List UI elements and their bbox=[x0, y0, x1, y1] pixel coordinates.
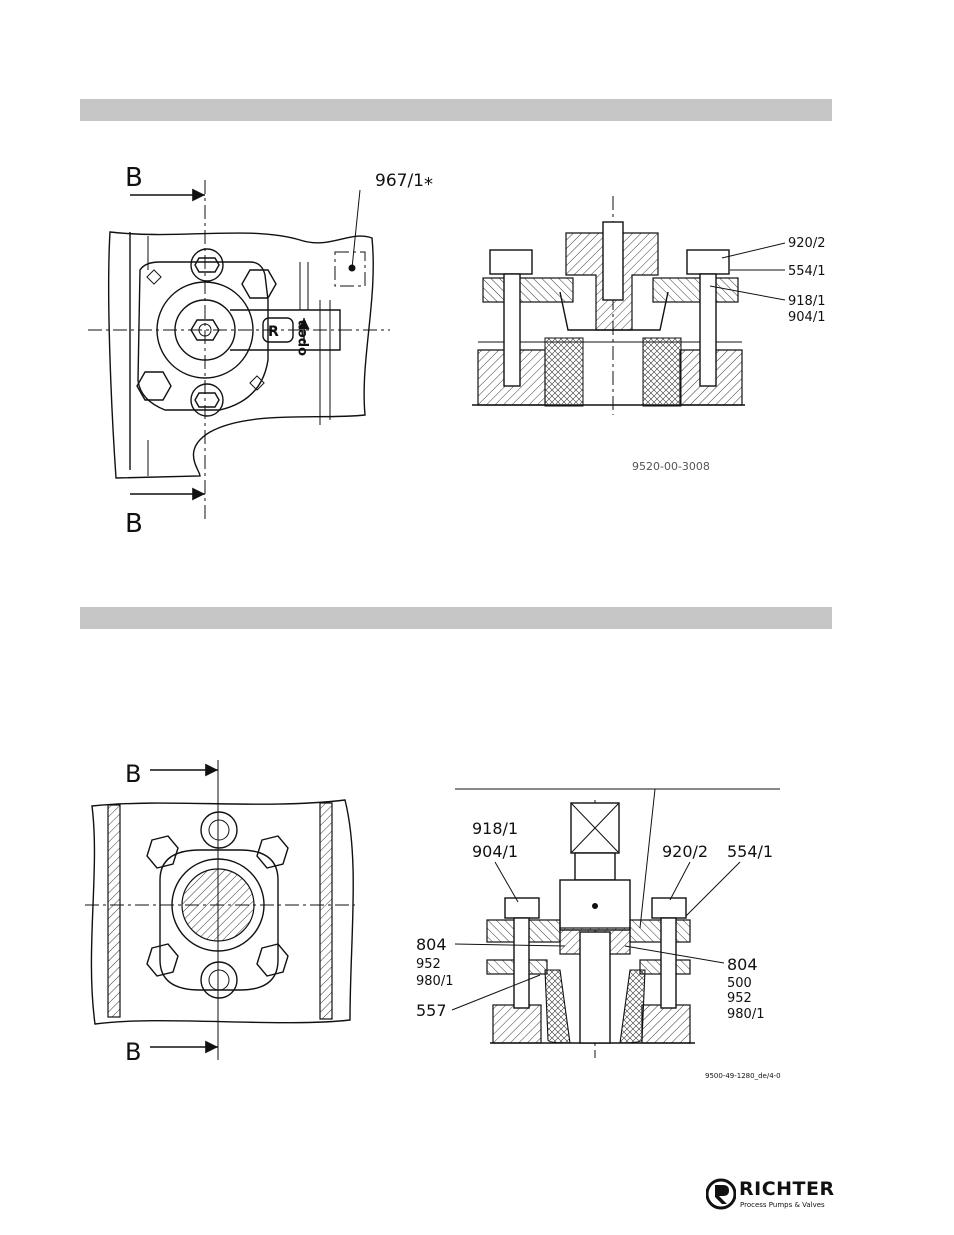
fig2-label-918: 918/1 bbox=[472, 819, 518, 838]
fig1-stud-left bbox=[504, 274, 520, 386]
fig2-nut-left bbox=[505, 898, 539, 918]
fig2-hex-1 bbox=[147, 836, 178, 868]
fig2-stud-right bbox=[661, 918, 676, 1008]
fig1-label-920: 920/2 bbox=[788, 236, 825, 251]
fig2-bolt-top bbox=[201, 812, 237, 848]
fig1-section-label-top: B bbox=[125, 163, 143, 193]
fig2-section-label-top: B bbox=[125, 760, 141, 788]
fig1-top-view: B B R open bbox=[88, 163, 433, 539]
fig2-label-920: 920/2 bbox=[662, 842, 708, 861]
fig2-label-980-left: 980/1 bbox=[416, 974, 453, 989]
fig2-drawing-number: 9500-49-1280_de/4-0 bbox=[705, 1072, 781, 1080]
richter-logo-word: RICHTER bbox=[739, 1178, 835, 1200]
fig2-section-view: 918/1 904/1 920/2 554/1 804 952 980/1 55… bbox=[416, 789, 781, 1080]
fig1-label-918: 918/1 bbox=[788, 294, 825, 309]
fig1-liner-left bbox=[545, 338, 583, 406]
fig2-plate-right bbox=[630, 920, 690, 942]
fig2-nut-right bbox=[652, 898, 686, 918]
richter-logo-tagline: Process Pumps & Valves bbox=[740, 1201, 825, 1209]
fig1-hex-nut-1 bbox=[242, 270, 276, 298]
fig2-base-left bbox=[493, 1005, 541, 1043]
fig1-nut-right bbox=[687, 250, 729, 274]
fig2-label-980-right: 980/1 bbox=[727, 1007, 764, 1022]
fig2-label-804-right: 804 bbox=[727, 955, 758, 974]
fig2-label-904: 904/1 bbox=[472, 842, 518, 861]
fig1-label-967: 967/1 bbox=[375, 171, 424, 191]
richter-logo-mark bbox=[706, 1177, 736, 1211]
fig2-base-right bbox=[642, 1005, 690, 1043]
fig1-hex-nut-2 bbox=[137, 372, 171, 400]
fig2-label-554: 554/1 bbox=[727, 842, 773, 861]
fig1-section-view: 920/2 554/1 918/1 904/1 9520-00-3008 bbox=[472, 196, 825, 473]
fig1-label-904: 904/1 bbox=[788, 310, 825, 325]
fig2-label-952-right: 952 bbox=[727, 991, 752, 1006]
richter-logo: RICHTER Process Pumps & Valves bbox=[706, 1175, 831, 1215]
fig1-section-label-bottom: B bbox=[125, 509, 143, 539]
fig2-bolt-bottom bbox=[201, 962, 237, 998]
fig2-wall-right bbox=[320, 803, 332, 1019]
fig1-stem-screw bbox=[603, 222, 623, 300]
fig2-label-500: 500 bbox=[727, 976, 752, 991]
fig1-plate-mark: R bbox=[268, 324, 279, 340]
fig2-stud-left bbox=[514, 918, 529, 1008]
fig1-bonnet-right bbox=[653, 278, 738, 302]
fig2-top-view: B B bbox=[85, 760, 355, 1066]
fig1-drawing-number: 9520-00-3008 bbox=[632, 460, 710, 473]
fig1-nut-left bbox=[490, 250, 532, 274]
fig2-hex-2 bbox=[257, 836, 288, 868]
fig1-label-554: 554/1 bbox=[788, 264, 825, 279]
fig2-label-804-left: 804 bbox=[416, 935, 447, 954]
fig2-stem-inner bbox=[580, 932, 610, 1043]
fig2-label-952-left: 952 bbox=[416, 957, 441, 972]
fig1-stud-right bbox=[700, 274, 716, 386]
fig1-label-open: open bbox=[295, 320, 310, 356]
fig1-asterisk: * bbox=[424, 174, 433, 195]
fig2-section-label-bottom: B bbox=[125, 1038, 141, 1066]
fig1-liner-right bbox=[643, 338, 681, 406]
fig1-bonnet-left bbox=[483, 278, 573, 302]
fig2-wall-left bbox=[108, 805, 120, 1017]
fig2-label-557: 557 bbox=[416, 1001, 447, 1020]
fig2-hex-4 bbox=[257, 944, 288, 976]
